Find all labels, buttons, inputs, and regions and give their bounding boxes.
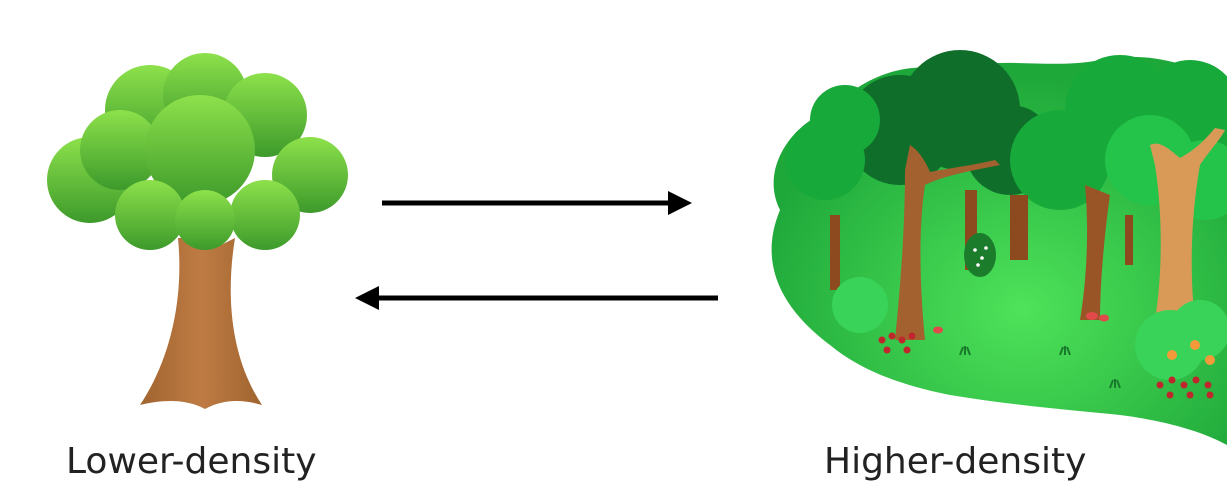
high-density-label: Higher-density (824, 441, 1087, 482)
arrow-left (355, 286, 718, 310)
forest-icon (771, 50, 1227, 446)
low-density-label: Lower-density (66, 441, 317, 482)
single-tree-icon (47, 53, 348, 409)
arrow-right (382, 191, 692, 215)
